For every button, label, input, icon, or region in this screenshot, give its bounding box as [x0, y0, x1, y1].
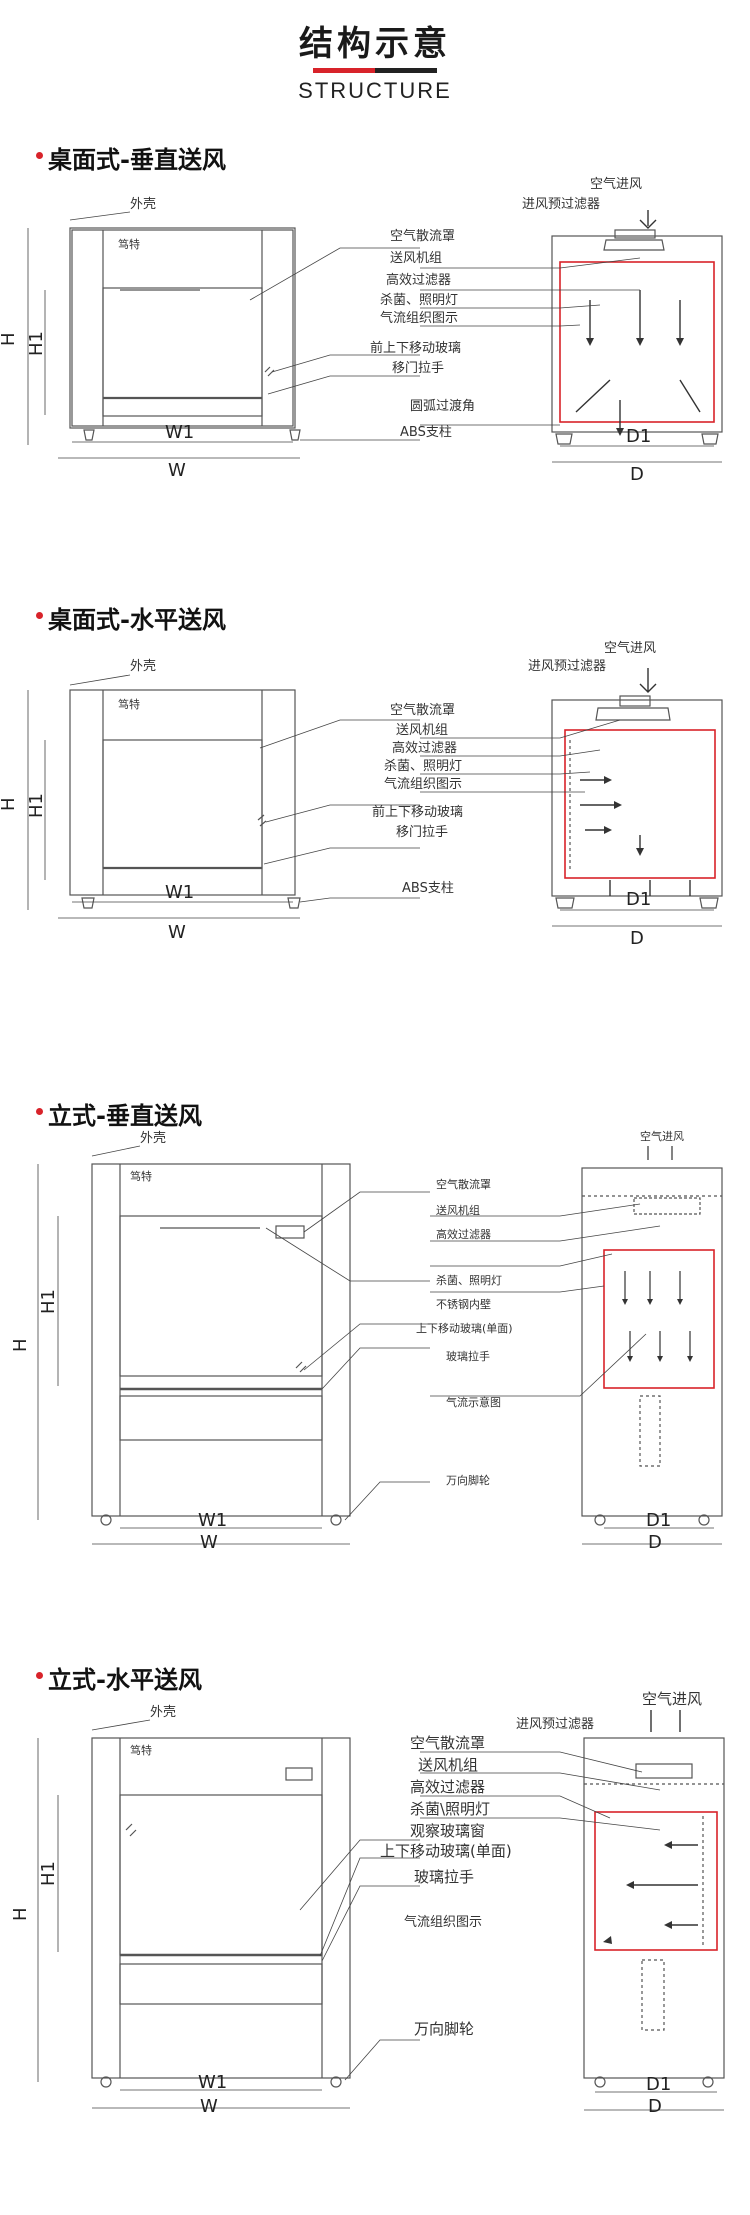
label-brand: 笃特 [130, 1169, 152, 1183]
dim-h1: H1 [26, 331, 47, 356]
callout-1: 空气散流罩 [410, 1734, 485, 1752]
callout-1: 空气散流罩 [436, 1177, 491, 1191]
dim-d: D [648, 1532, 662, 1551]
dim-h: H [0, 332, 19, 346]
dim-w: W [168, 460, 186, 481]
callout-4: 杀菌、照明灯 [436, 1273, 502, 1287]
dim-d1: D1 [646, 2074, 671, 2095]
callout-1: 空气散流罩 [390, 702, 455, 718]
callout-9: 万向脚轮 [414, 2020, 474, 2038]
callout-6: 上下移动玻璃(单面) [416, 1321, 513, 1335]
callout-2: 送风机组 [390, 251, 442, 266]
dim-h: H [10, 1338, 31, 1352]
diagram-standing-horizontal: 外壳 笃特 H H1 W1 W D1 D 空气进风 进风预过滤器 空气散流罩 送… [10, 1690, 725, 2115]
dim-w1: W1 [165, 882, 194, 903]
callout-7: 玻璃拉手 [414, 1868, 474, 1886]
bullet-dot [36, 1672, 43, 1679]
dim-h: H [10, 1907, 31, 1921]
section-title: 桌面式-垂直送风 [48, 146, 226, 174]
dim-w1: W1 [198, 2072, 227, 2093]
callout-4: 杀菌\照明灯 [410, 1800, 490, 1818]
callout-3: 高效过滤器 [386, 272, 451, 288]
diagram-standing-vertical: 外壳 笃特 H H1 W1 W D1 D 空气进风 空气散流罩 送风机组 高效过… [10, 1129, 723, 1551]
callout-7: 玻璃拉手 [446, 1349, 490, 1363]
page-title: 结构示意 [299, 24, 451, 64]
callout-5: 气流组织图示 [384, 776, 462, 792]
page-subtitle: STRUCTURE [298, 78, 452, 103]
label-shell: 外壳 [140, 1131, 166, 1146]
dim-h1: H1 [38, 1289, 59, 1314]
callout-9: 万向脚轮 [446, 1473, 490, 1487]
label-shell: 外壳 [130, 659, 156, 674]
callout-5: 观察玻璃窗 [410, 1822, 485, 1840]
section-standing-vertical: 立式-垂直送风 [0, 1096, 750, 1551]
callout-8: 圆弧过渡角 [410, 398, 475, 414]
dim-d1: D1 [626, 889, 651, 910]
dim-d: D [630, 928, 644, 949]
label-air-inlet: 空气进风 [590, 176, 642, 192]
label-inlet-prefilter: 进风预过滤器 [528, 659, 606, 674]
dim-h1: H1 [38, 1861, 59, 1886]
label-brand: 笃特 [118, 237, 140, 251]
callout-6: 前上下移动玻璃 [370, 340, 461, 356]
dim-d1: D1 [626, 426, 651, 447]
diagram-desktop-horizontal: 外壳 笃特 H H1 W1 W D1 D 空气进风 进风预过滤器 空气散流罩 送… [0, 640, 723, 949]
callout-3: 高效过滤器 [410, 1778, 485, 1796]
callout-2: 送风机组 [418, 1756, 478, 1774]
dim-w: W [200, 1532, 218, 1551]
label-air-inlet: 空气进风 [604, 640, 656, 656]
title-underline-red [313, 68, 375, 73]
callout-8: 气流示意图 [446, 1395, 501, 1409]
callout-6: 前上下移动玻璃 [372, 804, 463, 820]
callout-3: 高效过滤器 [436, 1227, 491, 1241]
label-brand: 笃特 [130, 1743, 152, 1757]
dim-h: H [0, 797, 19, 811]
callout-6: 上下移动玻璃(单面) [380, 1842, 512, 1860]
dim-d1: D1 [646, 1510, 671, 1531]
bullet-dot [36, 612, 43, 619]
label-brand: 笃特 [118, 697, 140, 711]
section-standing-horizontal: 立式-水平送风 [0, 1660, 750, 2115]
callout-2: 送风机组 [436, 1203, 480, 1217]
section-title: 立式-垂直送风 [48, 1102, 202, 1130]
bullet-dot [36, 152, 43, 159]
callout-1: 空气散流罩 [390, 228, 455, 244]
dim-w: W [168, 922, 186, 943]
section-desktop-horizontal: 桌面式-水平送风 [0, 600, 750, 1055]
callout-8: ABS支柱 [402, 881, 454, 896]
callout-5: 不锈钢内壁 [436, 1297, 491, 1311]
callout-4: 杀菌、照明灯 [380, 293, 458, 308]
callout-4: 杀菌、照明灯 [384, 759, 462, 774]
dim-w1: W1 [198, 1510, 227, 1531]
dim-w1: W1 [165, 422, 194, 443]
callout-9: ABS支柱 [400, 425, 452, 440]
label-shell: 外壳 [150, 1705, 176, 1720]
section-title: 立式-水平送风 [48, 1666, 202, 1694]
callout-5: 气流组织图示 [380, 310, 458, 326]
label-air-inlet: 空气进风 [642, 1690, 702, 1708]
callout-7: 移门拉手 [396, 825, 448, 840]
dim-d: D [648, 2096, 662, 2115]
dim-d: D [630, 464, 644, 485]
callout-7: 移门拉手 [392, 361, 444, 376]
section-desktop-vertical: 桌面式-垂直送风 [0, 140, 750, 595]
callout-8: 气流组织图示 [404, 1914, 482, 1930]
callout-2: 送风机组 [396, 723, 448, 738]
label-shell: 外壳 [130, 197, 156, 212]
title-underline-black [375, 68, 437, 73]
bullet-dot [36, 1108, 43, 1115]
label-inlet-prefilter: 进风预过滤器 [516, 1717, 594, 1732]
diagram-desktop-vertical: 外壳 笃特 H H1 W1 W D1 D 空气进风 进风预过滤器 空气散流罩 送… [0, 176, 723, 485]
dim-w: W [200, 2096, 218, 2115]
label-inlet-prefilter: 进风预过滤器 [522, 197, 600, 212]
label-air-inlet: 空气进风 [640, 1129, 684, 1143]
dim-h1: H1 [26, 793, 47, 818]
section-title: 桌面式-水平送风 [48, 606, 226, 634]
callout-3: 高效过滤器 [392, 740, 457, 756]
